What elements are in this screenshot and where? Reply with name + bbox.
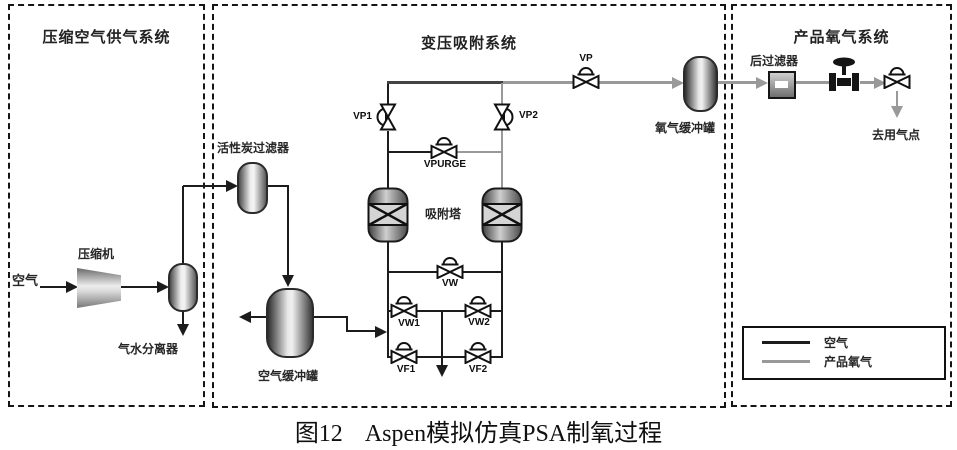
product-control-valve-icon [883,67,911,89]
line-separator-drain [182,309,184,325]
compressor-symbol [77,268,121,308]
legend-air-label: 空气 [824,336,849,350]
valve-vp1-icon [376,103,397,131]
line-vf-row [387,356,503,358]
label-air-inlet: 空气 [12,273,39,288]
legend-oxygen-line-sample [762,360,810,363]
label-after-filter: 后过滤器 [750,54,799,68]
label-separator: 气水分离器 [118,342,179,356]
carbon-filter-vessel [237,162,268,214]
after-filter-symbol [768,71,796,99]
oxygen-buffer-tank-vessel [683,56,718,112]
label-air-buffer-tank: 空气缓冲罐 [258,369,319,383]
gas-water-separator-vessel [168,263,198,312]
section-title-psa: 变压吸附系统 [420,35,517,52]
line-buffer-vent [251,316,267,318]
valve-vw-icon [436,257,464,279]
label-valve-vf1: VF1 [396,364,416,375]
arrow-into-product-valve [874,77,886,89]
figure-caption: 图12 Aspen模拟仿真PSA制氧过程 [0,413,957,448]
valve-vf2-icon [464,342,492,364]
arrow-into-oxygen-tank [672,77,684,89]
label-compressor: 压缩机 [78,247,115,261]
arrow-into-buffer-tank [282,275,294,287]
legend-air-line-sample [762,341,810,344]
adsorber-tower-1 [367,187,409,243]
valve-vf1-icon [390,342,418,364]
adsorber-tower-2 [481,187,523,243]
section-title-air-supply: 压缩空气供气系统 [42,29,171,46]
label-valve-vp1: VP1 [353,111,372,122]
line-to-carbon-filter [183,185,226,187]
arrow-into-carbon-filter [226,180,238,192]
line-tower2-bottom [501,241,503,358]
line-tower1-top [387,131,389,188]
line-top-header-left [387,81,503,84]
label-oxygen-buffer-tank: 氧气缓冲罐 [655,121,716,135]
label-valve-vw2: VW2 [468,317,490,328]
valve-vw2-icon [464,296,492,318]
valve-vp2-icon [493,103,514,131]
section-air-supply: 压缩空气供气系统 [8,4,205,407]
label-valve-vpurge: VPURGE [423,159,467,170]
figure-caption-number: 图12 [294,421,343,447]
line-purge-left [387,151,431,153]
arrow-vent-down [436,365,448,377]
arrow-into-after-filter [756,77,768,89]
line-vp2-stub [501,83,503,105]
arrow-into-compressor [66,281,78,293]
line-buffer-out-2 [346,316,348,332]
arrow-into-separator [157,281,169,293]
figure-caption-title: Aspen模拟仿真PSA制氧过程 [364,421,663,447]
line-tower2-top [501,130,503,188]
valve-vw1-icon [390,296,418,318]
section-title-product-oxygen: 产品氧气系统 [793,29,890,46]
line-filter-downcomer [287,186,289,276]
legend-oxygen-label: 产品氧气 [824,355,873,369]
arrow-use-point [891,106,903,118]
line-filter-to-globe-valve [792,81,829,84]
arrow-feed-manifold [375,326,387,338]
line-vp1-stub [387,83,389,105]
section-product-oxygen: 产品氧气系统 [731,4,952,407]
line-oxygen-tank-out [716,81,756,84]
label-valve-vp2: VP2 [519,110,538,121]
air-buffer-tank-vessel [266,288,314,358]
line-top-header-right-2 [599,81,672,84]
line-air-inlet [40,286,67,288]
line-filter-out [265,185,289,187]
line-vw1-row [387,310,503,312]
line-top-header-right-1 [503,81,573,84]
line-buffer-out-1 [311,316,348,318]
line-globe-to-valve [860,81,874,84]
label-carbon-filter: 活性炭过滤器 [217,141,290,155]
line-compressor-to-separator [121,286,158,288]
section-psa: 变压吸附系统 [212,4,726,408]
line-vent-down [441,311,443,365]
label-valve-vf2: VF2 [468,364,488,375]
globe-valve-icon [829,57,859,91]
valve-vpurge-icon [430,137,458,159]
line-to-use-point [896,91,898,107]
line-purge-right [457,151,502,153]
label-valve-vp: VP [579,53,593,64]
label-adsorber: 吸附塔 [425,207,462,221]
label-valve-vw1: VW1 [398,318,420,329]
valve-vp-icon [572,67,600,89]
line-buffer-out-3 [346,330,376,332]
after-filter-notch [775,81,788,88]
arrow-separator-drain [177,324,189,336]
label-valve-vw: VW [441,278,459,289]
line-tower1-bottom [387,241,389,358]
arrow-buffer-vent [239,311,251,323]
label-use-point: 去用气点 [872,128,921,142]
line-separator-riser [182,186,184,265]
legend-box: 空气 产品氧气 [742,326,946,380]
